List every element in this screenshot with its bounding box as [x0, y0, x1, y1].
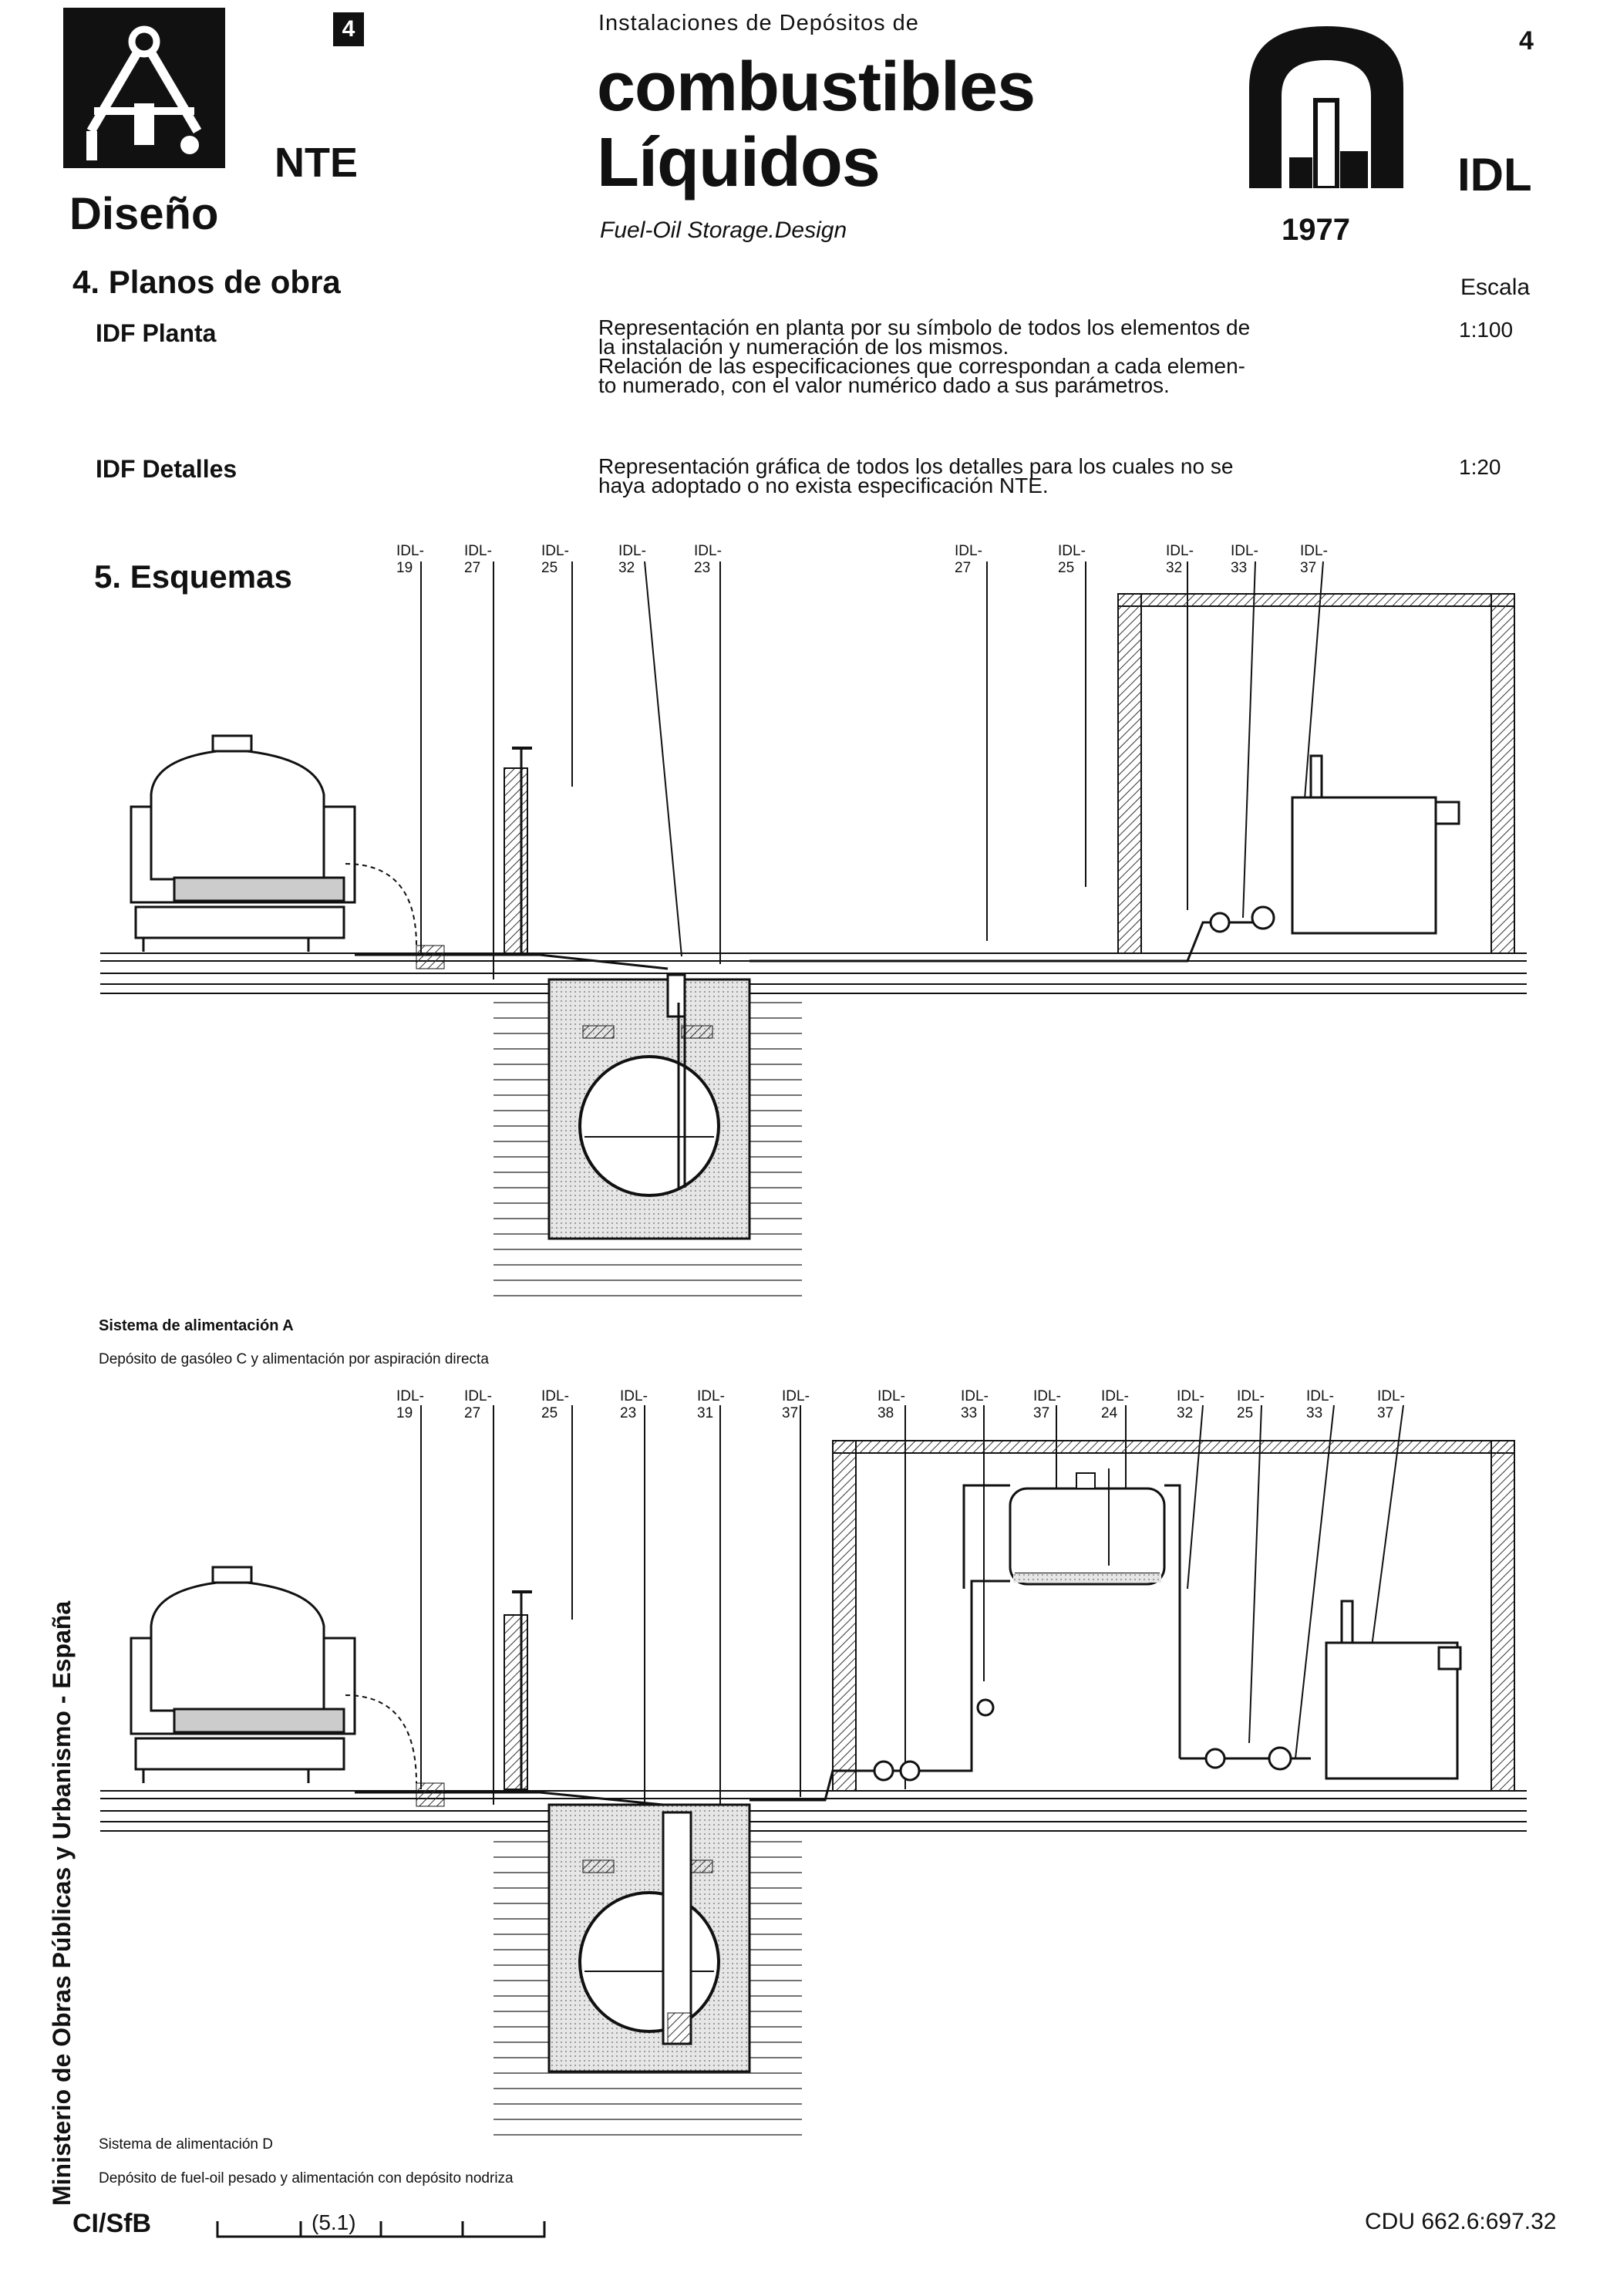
diagram-a-label: IDL-27: [464, 543, 492, 576]
diagram-b-label: IDL-25: [541, 1388, 569, 1421]
planos-heading: 4. Planos de obra: [72, 264, 341, 300]
diagram-b-label: IDL-38: [877, 1388, 905, 1421]
diagram-b-label: IDL-31: [697, 1388, 725, 1421]
ministry-sidebar: Ministerio de Obras Públicas y Urbanismo…: [48, 1600, 76, 2206]
diagram-b-caption-title: Sistema de alimentación D: [99, 2136, 273, 2153]
diagram-b-label: IDL-19: [396, 1388, 424, 1421]
diagram-a-label: IDL-33: [1231, 543, 1258, 576]
planta-line-1: Representación en planta por su símbolo …: [598, 315, 1251, 339]
title-line-2: Líquidos: [597, 124, 881, 201]
diagram-a-label: IDL-25: [541, 543, 569, 576]
diagram-a-label: IDL-23: [694, 543, 722, 576]
diagram-a-label: IDL-32: [1166, 543, 1194, 576]
planta-line-4: to numerado, con el valor numérico dado …: [598, 373, 1170, 397]
section-label: Diseño: [69, 189, 219, 239]
cdu-code: CDU 662.6:697.32: [1365, 2209, 1557, 2234]
diagram-a-label: IDL-32: [618, 543, 646, 576]
cisfb-label: CI/SfB: [72, 2209, 151, 2238]
year: 1977: [1282, 213, 1350, 247]
diagram-a: [100, 561, 1527, 1296]
arch-icon: [1249, 26, 1403, 188]
diagram-b-label: IDL-24: [1101, 1388, 1129, 1421]
detalles-line-2: haya adoptado o no exista especificación…: [598, 474, 1049, 497]
scale-header: Escala: [1460, 275, 1531, 300]
nte-label: NTE: [275, 140, 358, 186]
diagram-b-label: IDL-25: [1237, 1388, 1265, 1421]
diagram-b-label: IDL-37: [1033, 1388, 1061, 1421]
detalles-description: Representación gráfica de todos los deta…: [598, 454, 1439, 497]
planta-scale: 1:100: [1459, 318, 1514, 342]
cisfb-scale-bar: [216, 2221, 546, 2238]
page-badge: 4: [333, 12, 364, 46]
idl-code: IDL: [1457, 149, 1532, 201]
detalles-label: IDF Detalles: [96, 455, 237, 483]
diagram-a-label: IDL-27: [955, 543, 982, 576]
subtitle: Fuel-Oil Storage.Design: [600, 217, 847, 243]
planta-label: IDF Planta: [96, 319, 217, 347]
diagram-b-label: IDL-23: [620, 1388, 648, 1421]
diagram-b-caption-desc: Depósito de fuel-oil pesado y alimentaci…: [99, 2170, 514, 2186]
detalles-line-1: Representación gráfica de todos los deta…: [598, 454, 1234, 478]
pre-title: Instalaciones de Depósitos de: [598, 11, 919, 35]
planta-description: Representación en planta por su símbolo …: [598, 315, 1439, 397]
page-number: 4: [1519, 26, 1534, 56]
diagram-b-label: IDL-27: [464, 1388, 492, 1421]
diagram-b-label: IDL-33: [1306, 1388, 1334, 1421]
diagram-b-label: IDL-37: [1377, 1388, 1405, 1421]
title-line-1: combustibles: [597, 49, 1036, 126]
diagram-a-caption-desc: Depósito de gasóleo C y alimentación por…: [99, 1351, 489, 1367]
planta-line-3: Relación de las especificaciones que cor…: [598, 354, 1245, 378]
diagram-b-label: IDL-37: [782, 1388, 810, 1421]
idl-logo: [1241, 26, 1411, 188]
planta-line-2: la instalación y numeración de los mismo…: [598, 335, 1009, 359]
diagram-a-caption-title: Sistema de alimentación A: [99, 1317, 294, 1334]
diagram-b-label: IDL-32: [1177, 1388, 1204, 1421]
diagram-b: [100, 1404, 1527, 2136]
diagram-a-label: IDL-19: [396, 543, 424, 576]
compass-icon: [86, 25, 202, 160]
diagram-a-label: IDL-37: [1300, 543, 1328, 576]
cisfb-code: (5.1): [312, 2210, 356, 2234]
esquemas-heading: 5. Esquemas: [94, 558, 292, 595]
diagram-a-label: IDL-25: [1058, 543, 1086, 576]
detalles-scale: 1:20: [1459, 455, 1501, 479]
diagram-b-label: IDL-33: [961, 1388, 989, 1421]
nte-logo: [63, 8, 225, 168]
